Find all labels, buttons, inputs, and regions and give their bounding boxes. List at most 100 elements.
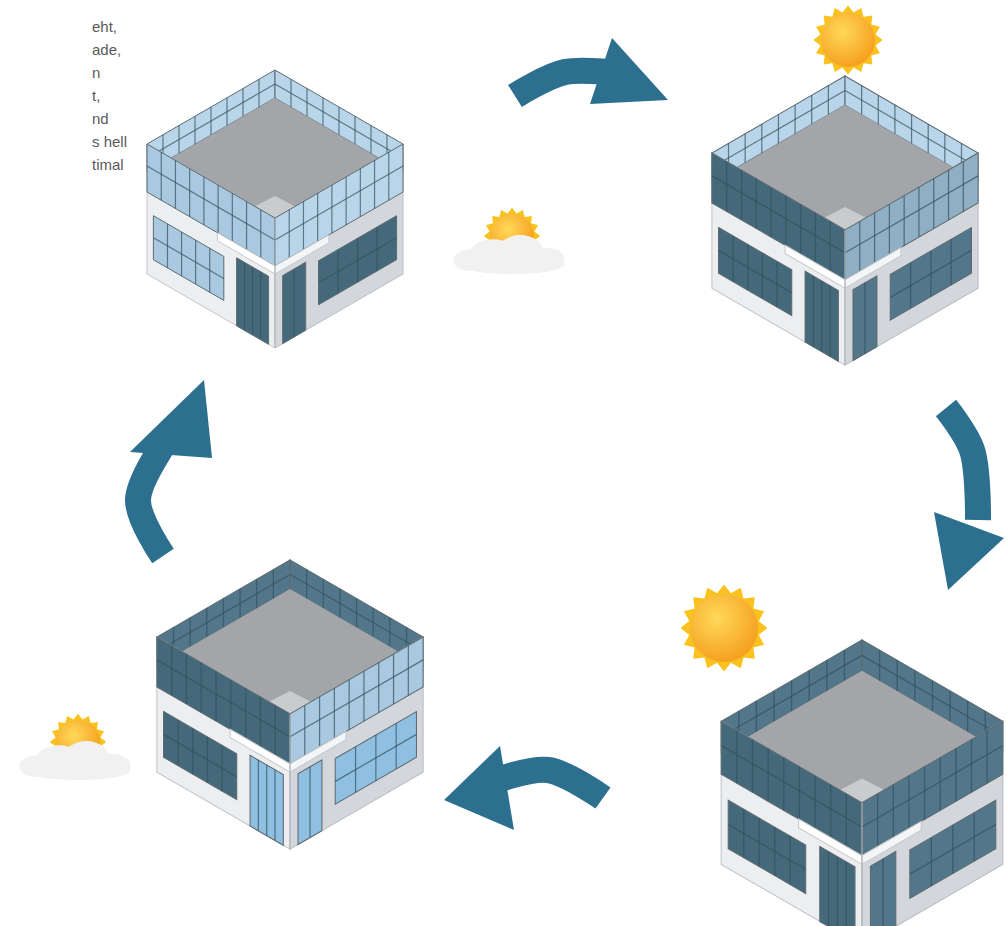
cycle-arrow <box>934 408 1004 590</box>
window-mullion <box>904 196 905 246</box>
cloud-puff <box>460 255 565 274</box>
window-mullion <box>309 767 310 838</box>
glass-panel <box>805 271 838 361</box>
cycle-arrow <box>515 38 668 104</box>
window-mullion <box>924 767 925 820</box>
text-fragment: nd <box>92 110 109 128</box>
cycle-arrow <box>130 380 212 556</box>
corner-edge <box>289 714 290 849</box>
wall-right <box>290 637 423 849</box>
glass-panel <box>890 228 971 321</box>
window-mullion <box>374 160 375 208</box>
window-mullion <box>752 739 753 792</box>
window-mullion <box>189 169 190 217</box>
wall-left <box>147 144 275 348</box>
glass-panel <box>335 712 416 805</box>
text-fragment: s hell <box>92 133 127 151</box>
window-mullion <box>393 654 394 704</box>
window-mullion <box>971 739 972 792</box>
window-mullion <box>175 160 176 208</box>
arrow-shaft <box>492 770 603 798</box>
window-mullion <box>828 852 829 926</box>
window-mullion <box>948 170 949 220</box>
window-mullion <box>815 213 816 263</box>
window-mullion <box>882 859 883 926</box>
glass-panel <box>870 851 895 926</box>
window-mullion <box>319 697 320 747</box>
window-transom <box>319 238 397 283</box>
window-mullion <box>388 152 389 200</box>
window-mullion <box>349 680 350 730</box>
corner-edge <box>275 218 276 348</box>
window-mullion <box>331 185 332 233</box>
window-mullion <box>933 179 934 229</box>
cloud-puff <box>26 761 131 780</box>
wall-right <box>862 721 1003 926</box>
window-transom <box>910 824 996 874</box>
window-mullion <box>741 170 742 220</box>
wall-right <box>275 144 403 348</box>
window-mullion <box>244 262 245 330</box>
glass-panel <box>153 216 223 301</box>
window-transom <box>335 734 416 781</box>
text-fragment: t, <box>92 87 100 105</box>
window-mullion <box>986 730 987 783</box>
window-mullion <box>274 770 275 841</box>
window-mullion <box>304 705 305 755</box>
arrow-head <box>130 380 212 458</box>
window-mullion <box>785 196 786 246</box>
corner-edge <box>861 803 862 926</box>
window-mullion <box>258 760 259 831</box>
window-mullion <box>303 202 304 250</box>
window-mullion <box>203 177 204 225</box>
window-transom <box>719 250 792 292</box>
window-mullion <box>161 152 162 200</box>
window-mullion <box>814 776 815 829</box>
glass-panel <box>728 800 805 893</box>
window-mullion <box>813 276 814 347</box>
window-mullion <box>963 162 964 212</box>
cloud-icon <box>453 235 564 274</box>
arrow-shaft <box>138 438 168 556</box>
window-mullion <box>218 185 219 233</box>
window-mullion <box>767 749 768 802</box>
window-mullion <box>294 269 295 337</box>
glass-panel <box>719 228 792 316</box>
window-mullion <box>829 286 830 357</box>
text-fragment: eht, <box>92 18 117 36</box>
glass-panel <box>910 800 996 898</box>
glass-panel <box>298 760 322 845</box>
window-mullion <box>275 705 276 755</box>
window-mullion <box>334 688 335 738</box>
window-transom <box>153 238 223 279</box>
window-transom <box>164 734 237 776</box>
window-mullion <box>260 210 261 258</box>
window-mullion <box>289 210 290 258</box>
glass-panel <box>820 847 855 926</box>
sun-rays <box>813 5 882 74</box>
sun-disc <box>690 594 758 662</box>
window-transom <box>728 824 805 869</box>
sun-icon <box>681 585 768 672</box>
window-mullion <box>859 221 860 271</box>
window-mullion <box>893 785 894 838</box>
office-building <box>147 70 403 348</box>
office-building <box>712 76 978 365</box>
office-building <box>721 640 1003 926</box>
glass-panel <box>853 276 877 361</box>
window-mullion <box>756 179 757 229</box>
window-mullion <box>363 671 364 721</box>
wall-left <box>721 721 862 926</box>
sun-disc <box>821 13 875 67</box>
glass-panel <box>283 262 306 343</box>
window-mullion <box>260 697 261 747</box>
window-mullion <box>186 654 187 704</box>
window-mullion <box>171 646 172 696</box>
window-mullion <box>408 646 409 696</box>
sun-rays <box>681 585 768 672</box>
window-mullion <box>245 688 246 738</box>
window-mullion <box>864 283 865 354</box>
window-mullion <box>230 680 231 730</box>
window-mullion <box>846 794 847 847</box>
